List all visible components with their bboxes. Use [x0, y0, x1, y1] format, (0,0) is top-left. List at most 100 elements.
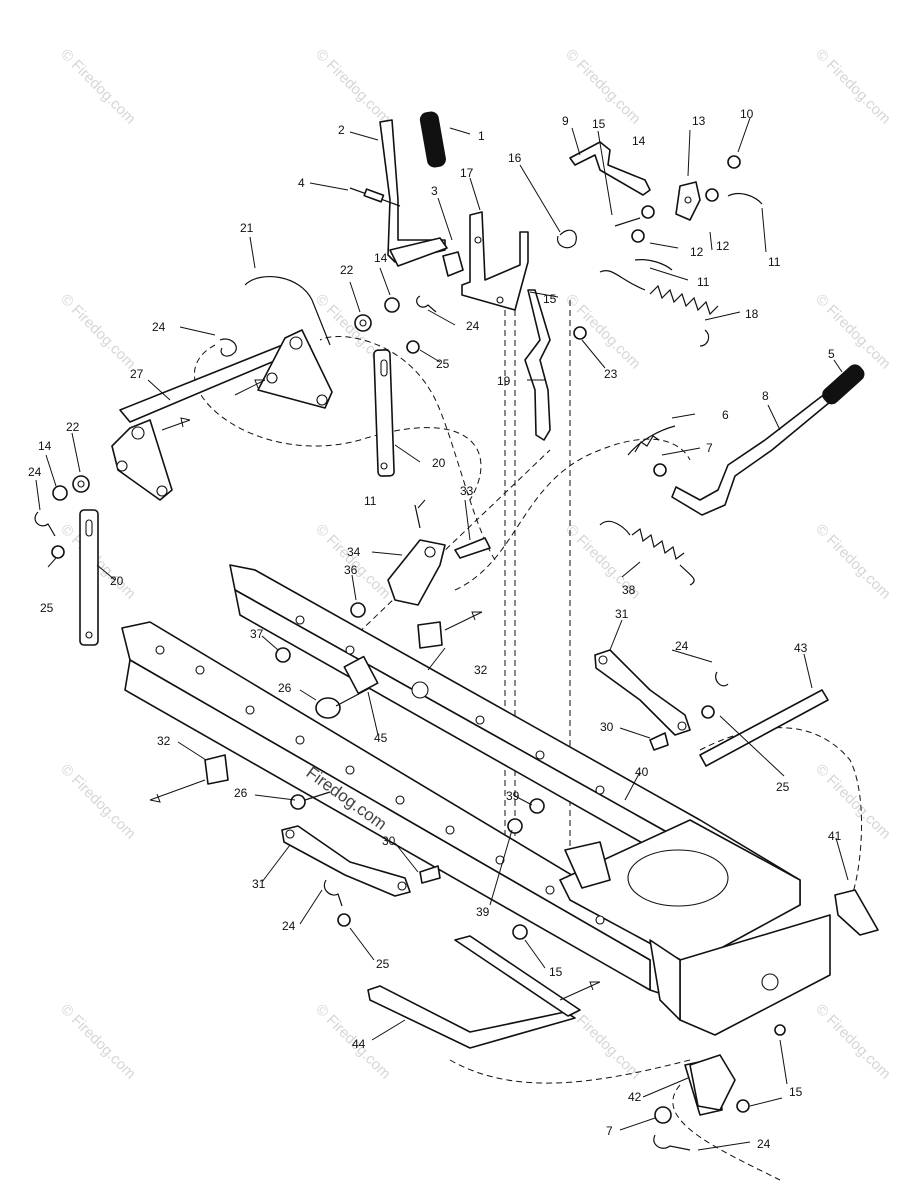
callout-15: 15	[549, 965, 563, 979]
callout-23: 23	[604, 367, 618, 381]
callout-22: 22	[340, 263, 354, 277]
callout-21: 21	[240, 221, 254, 235]
leader-lines	[35, 117, 849, 1151]
callout-25: 25	[776, 780, 790, 794]
callout-14: 14	[38, 439, 52, 453]
callout-41: 41	[828, 829, 842, 843]
control-linkage	[556, 141, 763, 271]
callout-24: 24	[152, 320, 166, 334]
callout-15: 15	[592, 117, 606, 131]
callout-16: 16	[508, 151, 522, 165]
callout-33: 33	[460, 484, 474, 498]
callout-10: 10	[740, 107, 754, 121]
callout-14: 14	[632, 134, 646, 148]
callout-45: 45	[374, 731, 388, 745]
watermark: © Firedog.com	[812, 761, 894, 843]
callout-20: 20	[432, 456, 446, 470]
callout-19: 19	[497, 374, 511, 388]
callout-24: 24	[282, 919, 296, 933]
spring-18	[599, 270, 719, 347]
frame-hardware	[204, 621, 786, 1036]
link-arm-31	[281, 649, 691, 897]
callout-11: 11	[364, 494, 377, 508]
direction-arrows	[149, 379, 601, 1001]
callout-11: 11	[768, 255, 781, 269]
callout-13: 13	[692, 114, 706, 128]
callout-15: 15	[543, 292, 557, 306]
handle-grip-5	[822, 364, 865, 405]
callout-6: 6	[722, 408, 729, 422]
watermark: © Firedog.com	[812, 291, 894, 373]
drive-lever	[627, 364, 865, 516]
watermark: © Firedog.com	[312, 521, 394, 603]
watermark: © Firedog.com	[562, 46, 644, 128]
watermark: © Firedog.com	[57, 291, 139, 373]
callout-14: 14	[374, 251, 388, 265]
callout-30: 30	[382, 834, 396, 848]
callout-24: 24	[28, 465, 42, 479]
watermark: © Firedog.com	[57, 46, 139, 128]
callout-22: 22	[66, 420, 80, 434]
rod-43	[699, 689, 829, 767]
callout-12: 12	[690, 245, 704, 259]
callout-30: 30	[600, 720, 614, 734]
callout-7: 7	[706, 441, 713, 455]
callout-26: 26	[278, 681, 292, 695]
u-bracket-44	[367, 935, 581, 1049]
bracket-42	[653, 1054, 750, 1151]
callout-24: 24	[466, 319, 480, 333]
callout-5: 5	[828, 347, 835, 361]
callout-36: 36	[344, 563, 358, 577]
lift-link-20	[79, 349, 395, 646]
watermark: © Firedog.com	[812, 46, 894, 128]
spring-38	[599, 520, 695, 586]
rod-19	[524, 289, 551, 441]
callout-25: 25	[376, 957, 390, 971]
callout-2: 2	[338, 123, 345, 137]
callout-8: 8	[762, 389, 769, 403]
callout-20: 20	[110, 574, 124, 588]
watermark: © Firedog.com	[57, 761, 139, 843]
watermark-layer: © Firedog.com © Firedog.com © Firedog.co…	[57, 46, 894, 1083]
lift-shaft-assembly	[111, 276, 333, 501]
callout-9: 9	[562, 114, 569, 128]
callout-7: 7	[606, 1124, 613, 1138]
callout-15: 15	[789, 1085, 803, 1099]
callout-44: 44	[352, 1037, 366, 1051]
callout-43: 43	[794, 641, 808, 655]
callout-17: 17	[460, 166, 474, 180]
callout-42: 42	[628, 1090, 642, 1104]
watermark: © Firedog.com	[312, 46, 394, 128]
bracket-34	[350, 504, 491, 618]
callout-39: 39	[506, 789, 520, 803]
callout-24: 24	[757, 1137, 771, 1151]
callout-12: 12	[716, 239, 730, 253]
frame-assembly	[121, 564, 879, 1116]
callout-4: 4	[298, 176, 305, 190]
callout-32: 32	[157, 734, 171, 748]
callout-31: 31	[252, 877, 266, 891]
callout-32: 32	[474, 663, 488, 677]
hardware-upper-left	[34, 295, 587, 559]
watermark: © Firedog.com	[812, 1001, 894, 1083]
callout-11: 11	[697, 275, 710, 289]
callout-25: 25	[436, 357, 450, 371]
callout-labels: 1 2 3 4 5 6 7 7 8 9 10 11 11 11 12 12 13…	[28, 107, 842, 1151]
callout-25: 25	[40, 601, 54, 615]
callout-37: 37	[250, 627, 264, 641]
callout-1: 1	[478, 129, 485, 143]
watermark: © Firedog.com	[57, 1001, 139, 1083]
handle-grip-1	[419, 111, 446, 168]
callout-27: 27	[130, 367, 144, 381]
callout-3: 3	[431, 184, 438, 198]
mounting-bracket	[461, 211, 529, 311]
callout-24: 24	[675, 639, 689, 653]
callout-40: 40	[635, 765, 649, 779]
callout-38: 38	[622, 583, 636, 597]
watermark: © Firedog.com	[812, 521, 894, 603]
callout-39: 39	[476, 905, 490, 919]
callout-26: 26	[234, 786, 248, 800]
lift-lever-assembly	[349, 111, 464, 277]
callout-34: 34	[347, 545, 361, 559]
